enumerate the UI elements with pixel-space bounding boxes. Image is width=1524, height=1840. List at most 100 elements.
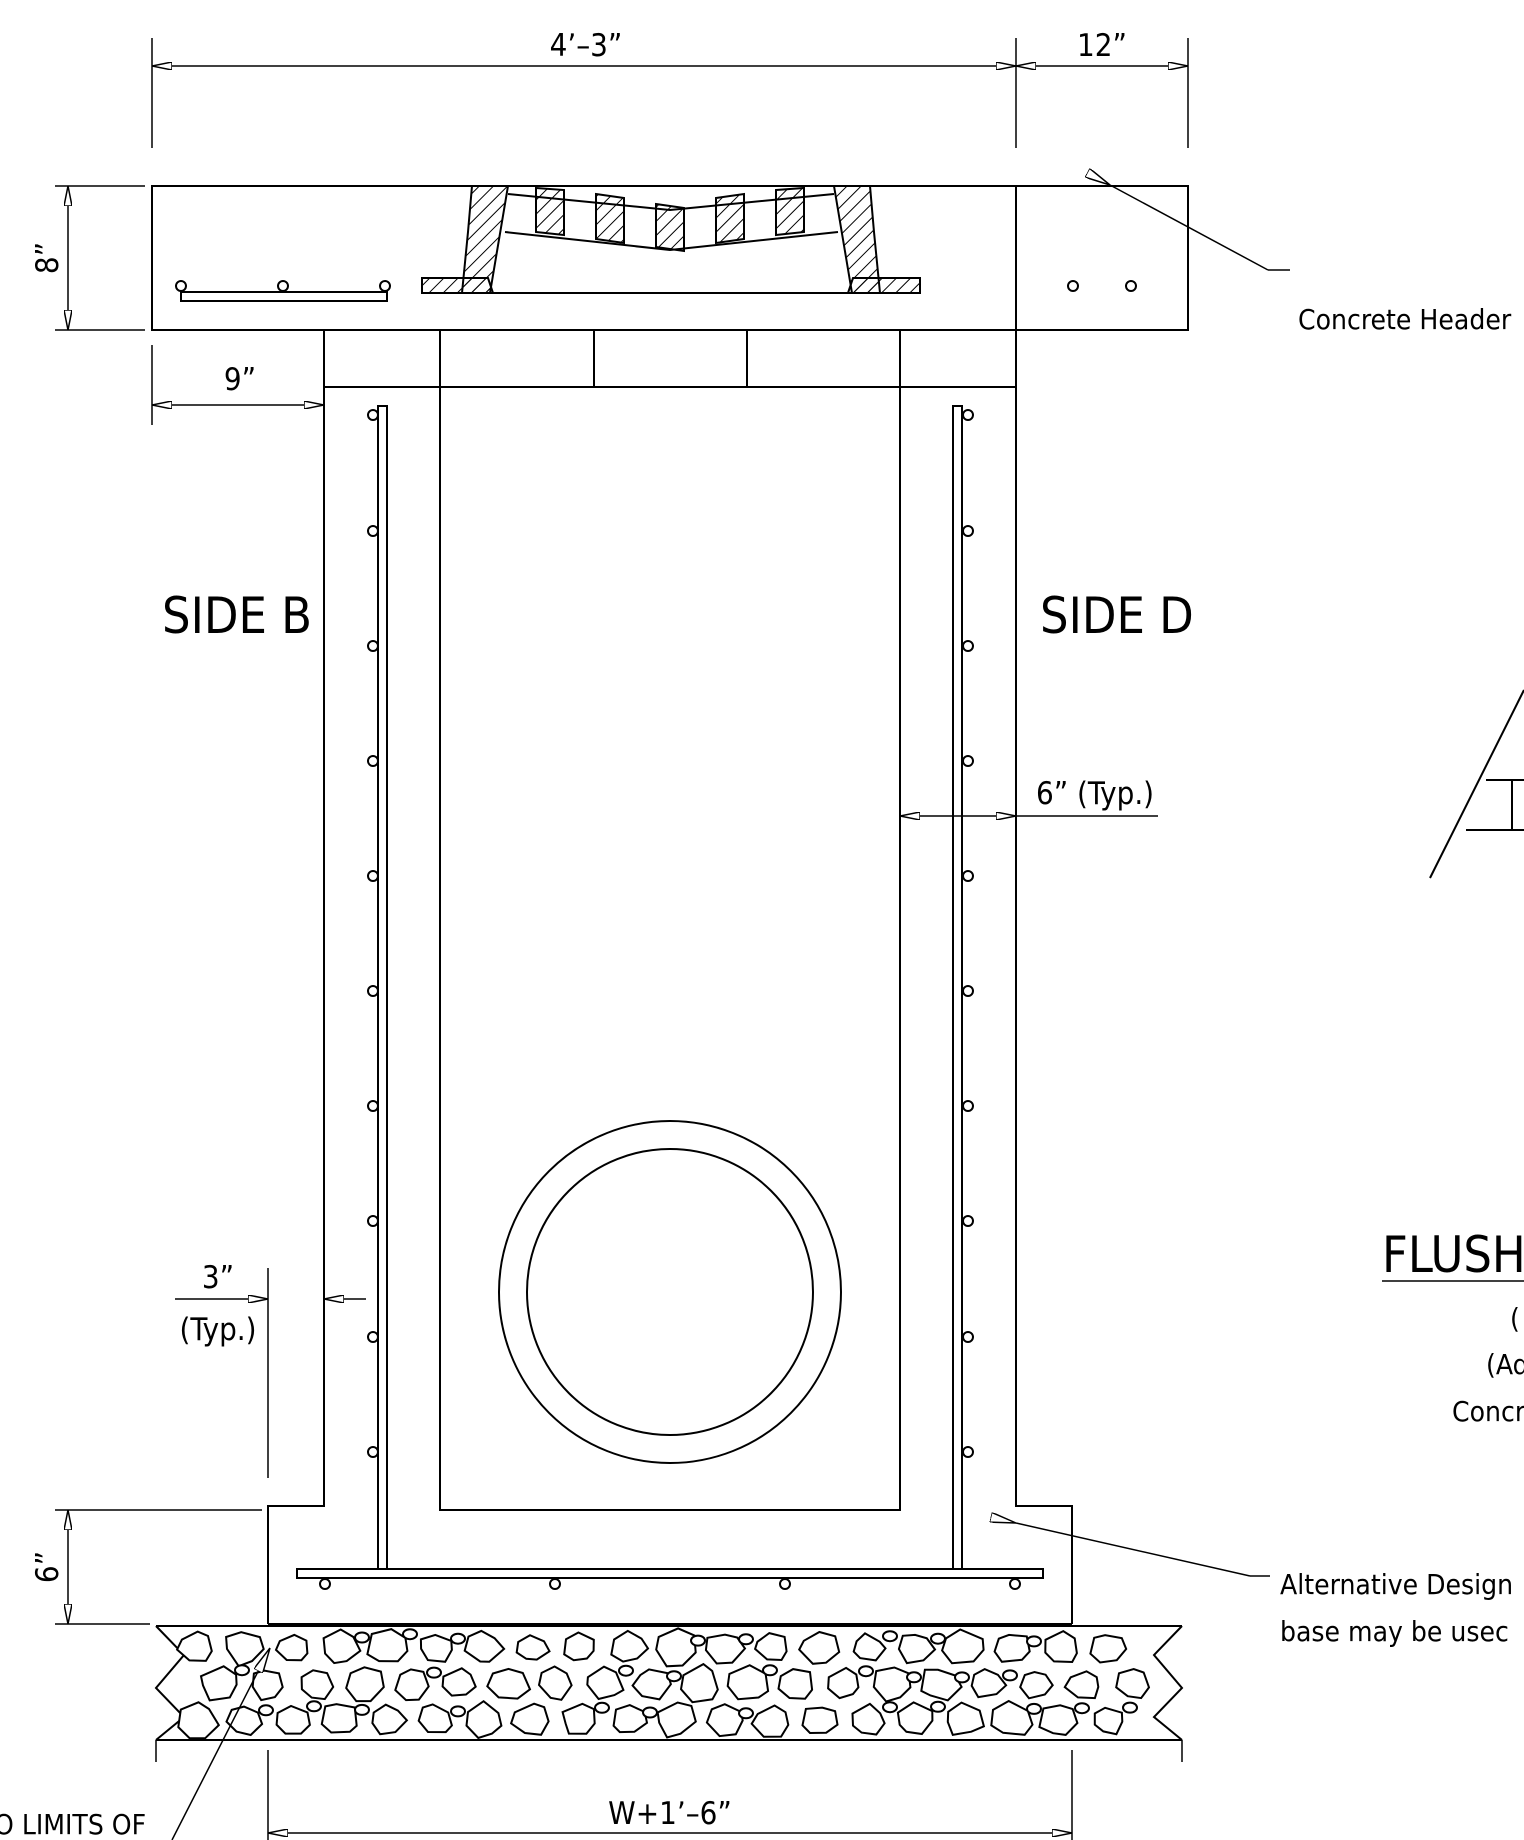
stone [175, 1630, 213, 1662]
stone [858, 1665, 874, 1678]
stone [465, 1699, 503, 1740]
stone [704, 1633, 747, 1665]
stone [441, 1667, 477, 1697]
alternative-design-line2: base may be usec [1280, 1615, 1509, 1648]
stone [450, 1632, 466, 1645]
right-offset-dimension: 12” [1077, 28, 1127, 64]
top-dimensions: 4’–3” 12” [151, 28, 1189, 148]
clearance-value: 3” [202, 1260, 234, 1296]
stone [371, 1703, 409, 1736]
stone [537, 1665, 573, 1701]
stone [275, 1704, 311, 1735]
stone [1026, 1635, 1042, 1648]
stone [1002, 1669, 1018, 1682]
stone [777, 1668, 814, 1700]
stone [402, 1628, 418, 1641]
stone [354, 1631, 370, 1644]
stone [656, 1701, 697, 1739]
header-height-dimension: 8” [30, 185, 145, 331]
stone [1044, 1629, 1078, 1664]
stone [753, 1632, 788, 1662]
stone [930, 1700, 946, 1713]
stone [1089, 1634, 1128, 1664]
header-height-label: 8” [30, 242, 66, 274]
stone [906, 1671, 922, 1684]
wall-offset-label: 9” [224, 362, 256, 398]
stone [486, 1667, 532, 1700]
stone [1093, 1706, 1124, 1736]
stone [666, 1670, 682, 1683]
stone [705, 1703, 744, 1738]
limits-note: O LIMITS OF [0, 1808, 146, 1840]
stone [234, 1664, 250, 1677]
stone [1115, 1667, 1151, 1700]
stone [882, 1630, 898, 1643]
stone [300, 1669, 335, 1701]
stone [274, 1633, 309, 1662]
stone [930, 1632, 946, 1645]
alternative-design-line1: Alternative Design [1280, 1568, 1513, 1601]
side-b-label: SIDE B [162, 587, 312, 645]
stone [258, 1704, 274, 1717]
stone [896, 1701, 934, 1736]
pipe-opening [498, 1120, 842, 1464]
stone [345, 1666, 385, 1703]
stone-bedding [154, 1625, 1184, 1741]
side-d-label: SIDE D [1040, 587, 1194, 645]
stone [797, 1630, 841, 1665]
stone [419, 1633, 453, 1663]
stone [225, 1631, 265, 1668]
structure-walls [267, 330, 1073, 1625]
stone [738, 1633, 754, 1646]
stone [882, 1701, 898, 1714]
stone [354, 1703, 370, 1716]
stone [920, 1668, 963, 1702]
limits-callout: O LIMITS OF [0, 1648, 270, 1840]
stone [679, 1662, 719, 1704]
stone [1026, 1702, 1042, 1715]
stone [561, 1702, 596, 1735]
concrete-header-callout: Concrete Header [1110, 185, 1512, 336]
stone [690, 1634, 706, 1647]
adjacent-detail: FLUSH ( (Ad Concr [1382, 689, 1524, 1428]
clearance-note: (Typ.) [179, 1312, 256, 1348]
base-width-dimension: W+1’–6” [155, 1740, 1183, 1840]
wall-thickness-dimension: 6” (Typ.) [900, 776, 1158, 816]
frame-and-grate [421, 185, 921, 294]
alternative-design-callout: Alternative Design base may be usec [1016, 1523, 1513, 1648]
stone [306, 1700, 322, 1713]
stone [852, 1632, 887, 1662]
stone [897, 1633, 937, 1665]
stone [872, 1666, 912, 1703]
stone [990, 1699, 1034, 1736]
stone [366, 1628, 409, 1663]
stone [594, 1701, 610, 1714]
flush-sub-1: ( [1510, 1302, 1520, 1335]
stone [946, 1701, 986, 1737]
stone [1038, 1704, 1079, 1736]
stone [426, 1666, 442, 1679]
stone [940, 1628, 985, 1665]
header-rebar [180, 291, 388, 302]
stone [851, 1702, 886, 1736]
stone [801, 1706, 839, 1735]
concrete-header [151, 185, 1189, 331]
stone [631, 1668, 673, 1701]
stone [1063, 1670, 1100, 1700]
flush-title: FLUSH [1382, 1226, 1524, 1284]
base-width-label: W+1’–6” [608, 1796, 732, 1832]
stone [1122, 1701, 1138, 1714]
stone [993, 1633, 1031, 1663]
stone [610, 1629, 650, 1663]
stone [322, 1628, 362, 1665]
stone [655, 1627, 697, 1668]
flush-sub-3: Concr [1452, 1395, 1524, 1428]
stone [450, 1705, 466, 1718]
stone [177, 1701, 221, 1740]
wall-offset-dimension: 9” [151, 345, 324, 425]
stone [618, 1664, 634, 1677]
stone [970, 1667, 1008, 1699]
top-width-dimension: 4’–3” [550, 28, 623, 64]
stone [738, 1707, 754, 1720]
